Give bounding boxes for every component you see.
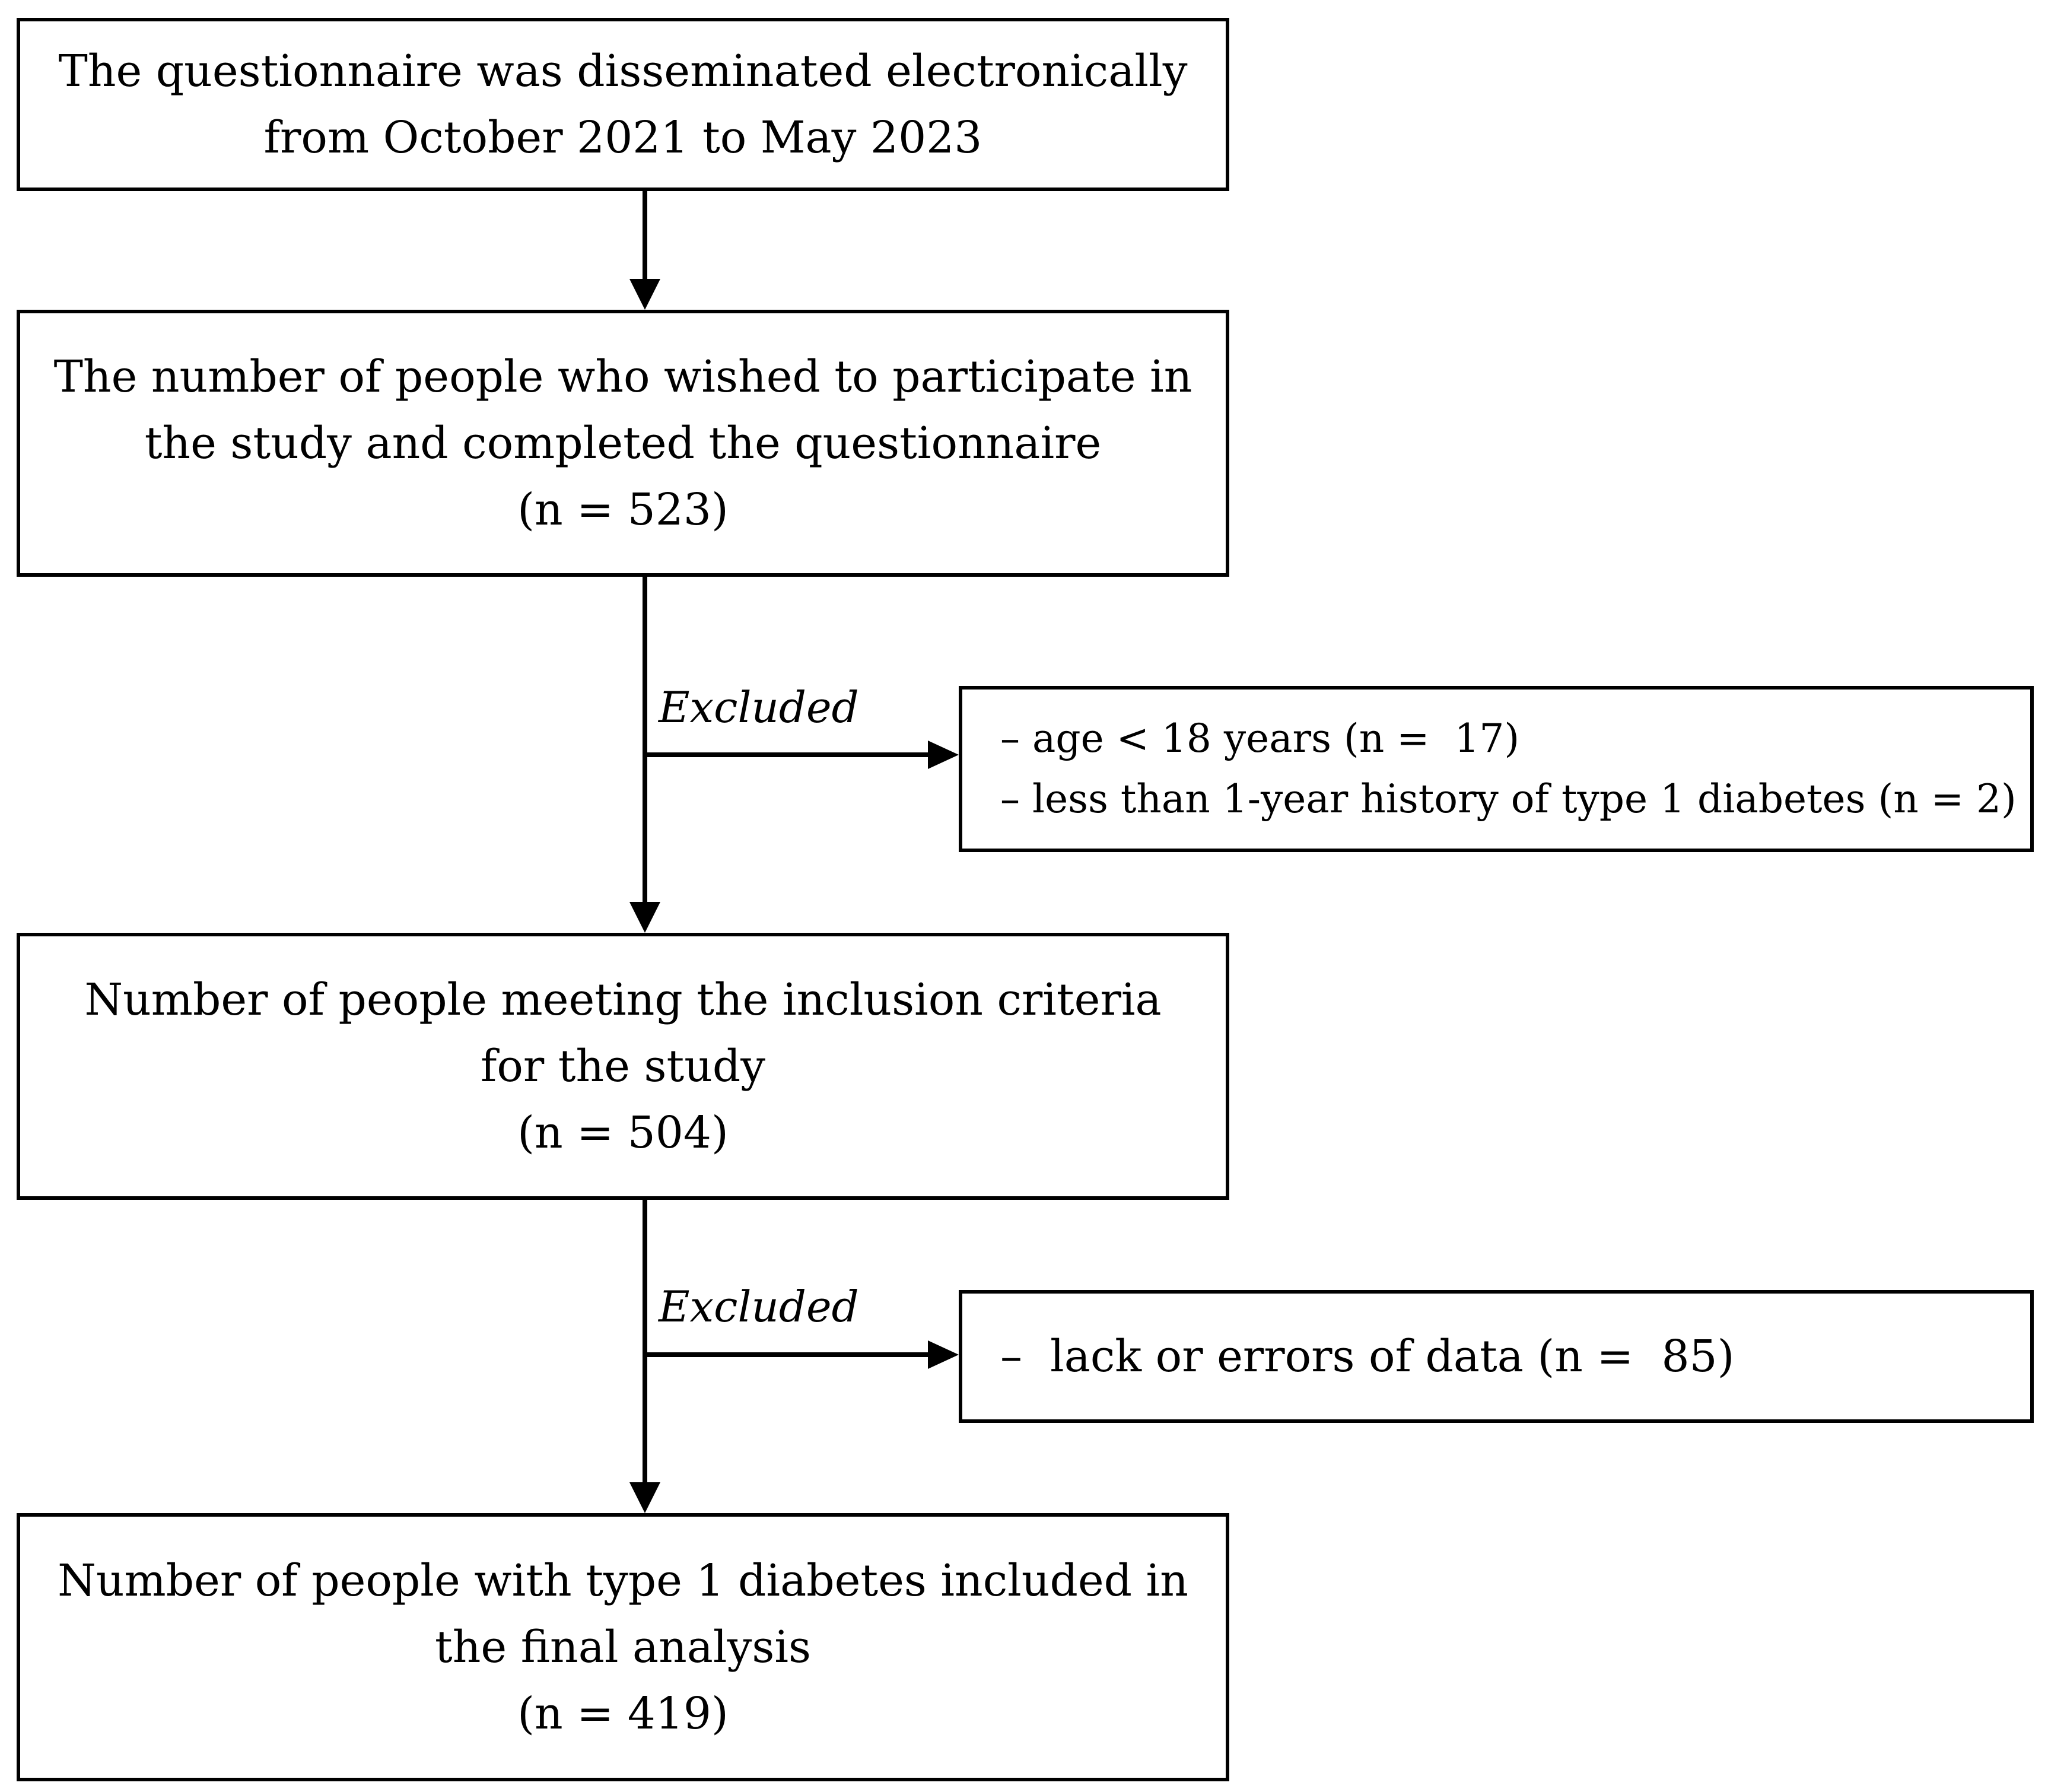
participants-line-2: the study and completed the questionnair… [144,418,1102,469]
exclusion-item-data-errors: – lack or errors of data (n = 85) [1000,1331,1735,1382]
inclusion-line-1: Number of people meeting the inclusion c… [84,974,1162,1025]
exclusion-item-diabetes-history: – less than 1-year history of type 1 dia… [1000,776,2017,822]
exclusion-box-2: – lack or errors of data (n = 85) [959,1290,2034,1423]
final-line-2: the final analysis [434,1622,812,1673]
participants-count: (n = 523) [517,484,729,535]
exclusion-1-arrowhead [928,741,959,769]
participants-line-1: The number of people who wished to parti… [53,351,1192,402]
exclusion-item-age: – age < 18 years (n = 17) [1000,716,1520,761]
final-count: (n = 419) [517,1688,729,1739]
exclusion-2-arrowhead [928,1340,959,1369]
final-line-1: Number of people with type 1 diabetes in… [58,1555,1188,1606]
final-analysis-box: Number of people with type 1 diabetes in… [17,1513,1229,1781]
inclusion-count: (n = 504) [517,1107,729,1158]
participants-box: The number of people who wished to parti… [17,310,1229,577]
excluded-label-2: Excluded [659,1282,859,1332]
dissemination-line-1: The questionnaire was disseminated elect… [58,46,1188,97]
questionnaire-dissemination-box: The questionnaire was disseminated elect… [17,18,1229,191]
inclusion-criteria-box: Number of people meeting the inclusion c… [17,933,1229,1200]
excluded-label-1: Excluded [659,682,859,732]
arrow-1-head [629,279,660,310]
arrow-3-head [629,1482,660,1513]
inclusion-line-2: for the study [480,1041,766,1092]
exclusion-box-1: – age < 18 years (n = 17) – less than 1-… [959,686,2034,852]
dissemination-line-2: from October 2021 to May 2023 [263,112,982,163]
arrow-2-head [629,902,660,933]
